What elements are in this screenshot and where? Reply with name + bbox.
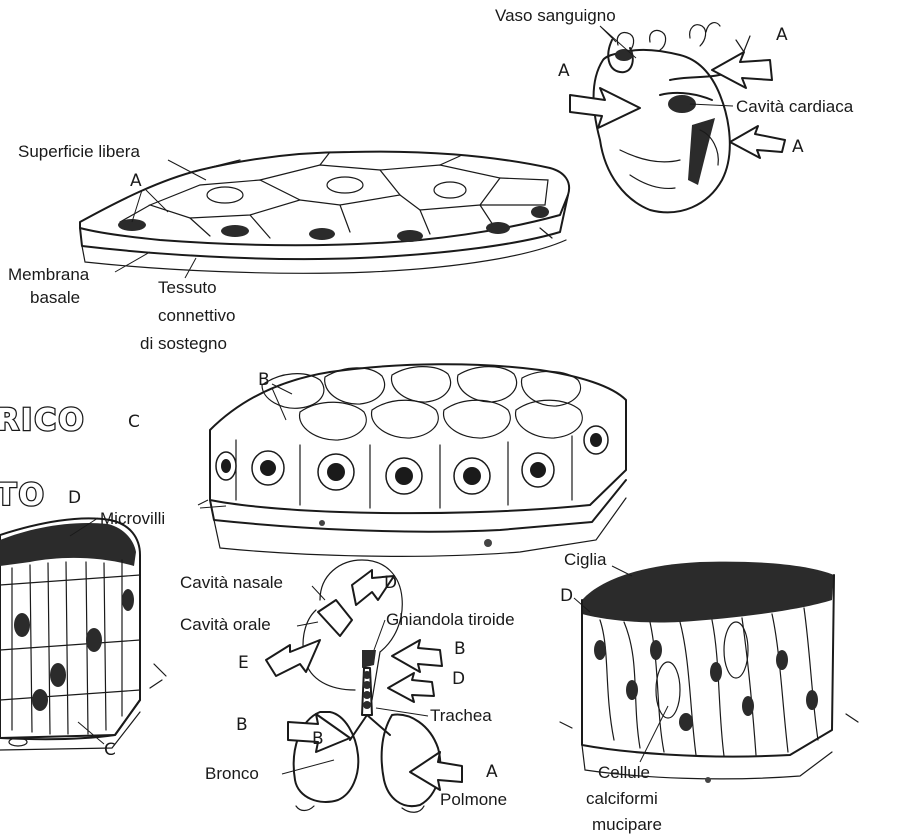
arrow-a-heart-left [570,88,640,128]
label-connective-3: di sostegno [140,334,227,353]
label-connective-1: Tessuto [158,278,217,297]
letter-a-lung: A [486,762,498,782]
arrow-b-thyroid [392,640,442,672]
leader-a-squamous [132,190,168,222]
letter-b-cuboidal: B [258,370,270,390]
label-oral-cavity: Cavità orale [180,615,271,634]
letter-b-thyroid: B [454,639,466,659]
title-fragment-columnar: TO [0,478,46,513]
label-blood-vessel: Vaso sanguigno [495,6,616,25]
arrow-a-lung [410,752,462,790]
letter-a-heart-2: A [776,25,788,45]
leader-basement-membrane [115,252,150,272]
label-goblet-3: mucipare [592,815,662,834]
letter-d-title: D [68,488,81,508]
letter-b-bronchus-inner: B [312,729,324,749]
label-nasal-cavity: Cavità nasale [180,573,283,592]
leader-c-columnar [78,722,104,744]
arrow-a-heart-right-top [712,52,772,88]
arrow-d-trachea [388,673,434,702]
label-basement-membrane-1: Membrana [8,265,90,284]
respiratory-tract-illustration [266,560,462,812]
letter-b-bronchus-outer: B [236,715,248,735]
label-goblet-2: calciformi [586,789,658,808]
leader-nasal-cavity [312,586,325,600]
columnar-epithelium-illustration [0,518,140,750]
label-heart-cavity: Cavità cardiaca [736,97,854,116]
letter-a-heart-3: A [792,137,804,157]
letter-c-columnar: C [104,740,116,760]
leader-b-cuboidal [272,384,292,420]
letter-d-trachea: D [452,669,465,689]
leader-heart-cavity [690,104,733,106]
label-bronchus: Bronco [205,764,259,783]
title-fragment-cuboidal: RICO [0,403,86,438]
letter-e-oral: E [238,653,249,673]
ciliated-epithelium-illustration [582,562,834,783]
cuboidal-epithelium-illustration [210,364,626,556]
leader-connective [185,258,196,278]
letter-d-cilia: D [560,586,573,606]
label-connective-2: connettivo [158,306,236,325]
label-thyroid-gland: Ghiandola tiroide [386,610,515,629]
label-microvilli: Microvilli [100,509,165,528]
letter-c-title: C [128,412,140,432]
squamous-epithelium-illustration [80,152,569,274]
letter-a-squamous: A [130,171,142,191]
letter-d-nasal: D [384,573,397,593]
label-free-surface: Superficie libera [18,142,140,161]
arrow-a-heart-right [730,126,785,158]
label-goblet-1: Cellule [598,763,650,782]
leader-thyroid-gland [374,620,385,650]
letter-a-heart-1: A [558,61,570,81]
heart-illustration [570,23,785,213]
label-cilia: Ciglia [564,550,607,569]
label-trachea: Trachea [430,706,492,725]
label-lung: Polmone [440,790,507,809]
leader-bronchus [282,760,334,774]
arrow-e-oral [266,640,320,676]
leader-cilia [612,566,632,576]
label-basement-membrane-2: basale [30,288,80,307]
